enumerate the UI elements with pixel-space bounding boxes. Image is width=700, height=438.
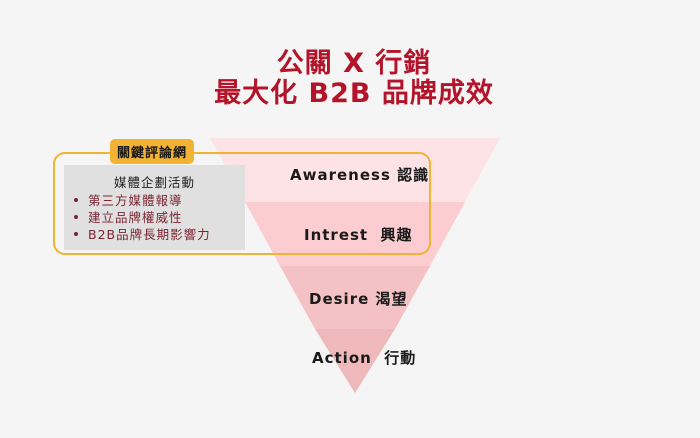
funnel-stage-action xyxy=(315,329,395,393)
panel-list: 第三方媒體報導 建立品牌權威性 B2B品牌長期影響力 xyxy=(64,192,245,243)
keyword-network-tag: 關鍵評論網 xyxy=(110,139,195,164)
stage-label-awareness: Awareness 認識 xyxy=(290,166,430,184)
list-item: 第三方媒體報導 xyxy=(74,192,245,209)
list-item: B2B品牌長期影響力 xyxy=(74,226,245,243)
funnel-stage-interest xyxy=(245,202,465,266)
funnel-stage-desire xyxy=(280,266,430,329)
media-campaign-panel: 媒體企劃活動 第三方媒體報導 建立品牌權威性 B2B品牌長期影響力 xyxy=(64,165,245,250)
funnel-stage-awareness xyxy=(210,138,500,202)
bullet-icon xyxy=(74,197,78,202)
stage-label-interest: Intrest 興趣 xyxy=(304,226,413,244)
bullet-icon xyxy=(74,214,78,219)
title-line-1: 公關 X 行銷 xyxy=(276,48,432,79)
bullet-icon xyxy=(74,231,78,236)
stage-label-desire: Desire 渴望 xyxy=(309,290,408,308)
keyword-network-outline xyxy=(53,152,431,255)
stage-label-action: Action 行動 xyxy=(312,349,417,367)
panel-heading: 媒體企劃活動 xyxy=(113,175,195,190)
title-line-2: 最大化 B2B 品牌成效 xyxy=(214,78,494,109)
list-item: 建立品牌權威性 xyxy=(74,209,245,226)
